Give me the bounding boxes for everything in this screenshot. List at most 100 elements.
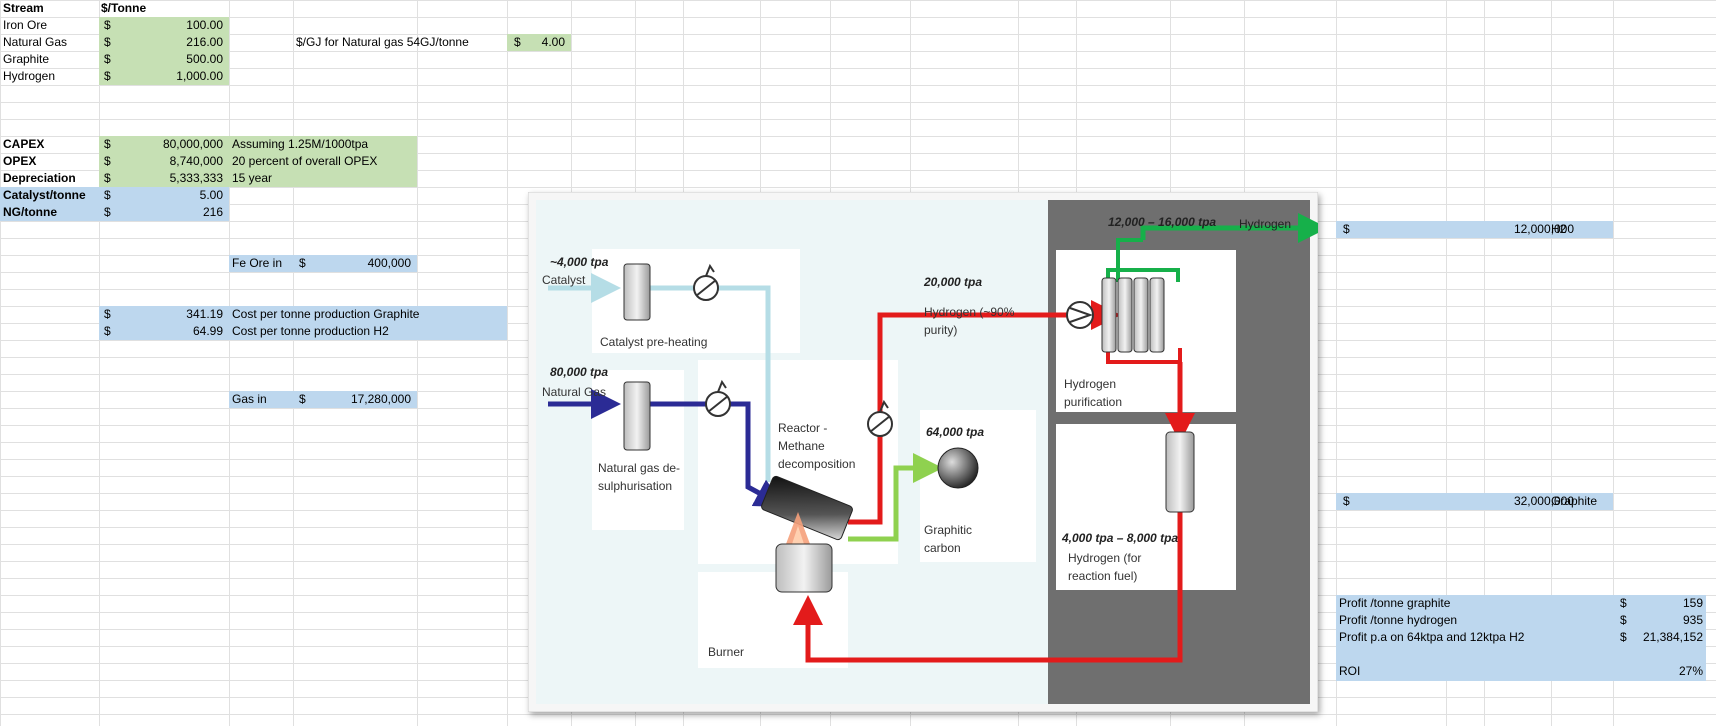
process-flow-diagram[interactable]: ~4,000 tpa Catalyst Catalyst pre-heating… — [528, 192, 1318, 712]
production-currency[interactable]: $ — [104, 324, 111, 338]
h2-revenue-label[interactable]: H2 — [1551, 222, 1567, 236]
catalyst-label: Catalyst — [542, 273, 586, 287]
natural-gas-label: Natural Gas — [542, 385, 606, 399]
fe-ore-currency[interactable]: $ — [299, 256, 306, 270]
reactor-label-1: Reactor - — [778, 421, 827, 435]
price-row-value[interactable]: 100.00 — [186, 18, 223, 32]
h2-crude-label-1: Hydrogen (~90% — [924, 305, 1015, 319]
carbon-label-1: Graphitic — [924, 523, 972, 537]
fe-ore-label[interactable]: Fe Ore in — [232, 256, 283, 270]
profit-value[interactable]: 935 — [1682, 613, 1703, 627]
price-row-value[interactable]: 1,000.00 — [176, 69, 223, 83]
gj-price-currency[interactable]: $ — [514, 35, 521, 49]
cost-row-value[interactable]: 216 — [202, 205, 223, 219]
gas-in-fill — [229, 391, 417, 408]
production-currency[interactable]: $ — [104, 307, 111, 321]
cost-row-note[interactable]: Assuming 1.25M/1000tpa — [232, 137, 369, 151]
catalyst-vessel-icon — [623, 263, 651, 321]
price-row-currency[interactable]: $ — [104, 52, 111, 66]
price-row-name[interactable]: Hydrogen — [3, 69, 56, 83]
cost-row-currency[interactable]: $ — [104, 171, 111, 185]
profit-label[interactable]: Profit p.a on 64ktpa and 12ktpa H2 — [1339, 630, 1525, 644]
catalyst-tpa: ~4,000 tpa — [550, 255, 609, 269]
graphite-revenue-currency[interactable]: $ — [1343, 494, 1350, 508]
ng-tpa: 80,000 tpa — [550, 365, 608, 379]
fe-ore-fill — [229, 255, 417, 272]
cost-row-name[interactable]: Catalyst/tonne — [3, 188, 86, 202]
profit-currency[interactable]: $ — [1620, 630, 1627, 644]
fuel-label-2: reaction fuel) — [1068, 569, 1137, 583]
gas-heater-icon — [705, 379, 731, 417]
purification-columns-icon — [1101, 277, 1165, 353]
gj-price-value[interactable]: 4.00 — [541, 35, 565, 49]
purification-label-2: purification — [1064, 395, 1122, 409]
gas-in-value[interactable]: 17,280,000 — [350, 392, 411, 406]
cost-row-currency[interactable]: $ — [104, 188, 111, 202]
production-cost-fill — [99, 306, 507, 340]
cost-row-name[interactable]: OPEX — [3, 154, 37, 168]
profit-currency[interactable]: $ — [1620, 596, 1627, 610]
production-label[interactable]: Cost per tonne production H2 — [232, 324, 389, 338]
header-price[interactable]: $/Tonne — [101, 1, 147, 15]
unit-costs-fill — [0, 187, 229, 221]
graphite-revenue-label[interactable]: Graphite — [1551, 494, 1598, 508]
fuel-label-1: Hydrogen (for — [1068, 551, 1141, 565]
price-row-value[interactable]: 500.00 — [186, 52, 223, 66]
fuel-panel — [1056, 424, 1236, 590]
reactor-label-3: decomposition — [778, 457, 855, 471]
desulph-label-2: sulphurisation — [598, 479, 672, 493]
desulph-label-1: Natural gas de- — [598, 461, 680, 475]
price-row-currency[interactable]: $ — [104, 69, 111, 83]
catalyst-preheat-label: Catalyst pre-heating — [600, 335, 707, 349]
profit-label[interactable]: Profit /tonne hydrogen — [1339, 613, 1458, 627]
production-label[interactable]: Cost per tonne production Graphite — [232, 307, 420, 321]
profit-label[interactable]: Profit /tonne graphite — [1339, 596, 1451, 610]
profit-currency[interactable]: $ — [1620, 613, 1627, 627]
gas-in-currency[interactable]: $ — [299, 392, 306, 406]
production-value[interactable]: 341.19 — [186, 307, 223, 321]
cost-row-value[interactable]: 5.00 — [199, 188, 223, 202]
cost-row-value[interactable]: 5,333,333 — [169, 171, 223, 185]
cost-row-currency[interactable]: $ — [104, 205, 111, 219]
cost-row-name[interactable]: CAPEX — [3, 137, 45, 151]
cost-row-note[interactable]: 20 percent of overall OPEX — [232, 154, 378, 168]
profit-fill — [1336, 595, 1706, 681]
price-values-fill — [99, 17, 229, 85]
desulph-vessel-icon — [623, 381, 651, 451]
hydrogen-heater-icon — [867, 399, 893, 437]
reactor-label-2: Methane — [778, 439, 825, 453]
h2-out-tpa: 12,000 – 16,000 tpa — [1108, 215, 1216, 229]
cost-row-name[interactable]: NG/tonne — [3, 205, 57, 219]
cost-row-name[interactable]: Depreciation — [3, 171, 76, 185]
graphite-revenue-fill — [1336, 493, 1613, 510]
price-row-name[interactable]: Iron Ore — [3, 18, 48, 32]
burner-icon — [775, 543, 833, 593]
production-value[interactable]: 64.99 — [192, 324, 223, 338]
profit-value[interactable]: 159 — [1682, 596, 1703, 610]
roi-label[interactable]: ROI — [1339, 664, 1361, 678]
cost-row-value[interactable]: 8,740,000 — [169, 154, 223, 168]
h2-revenue-currency[interactable]: $ — [1343, 222, 1350, 236]
price-row-value[interactable]: 216.00 — [186, 35, 223, 49]
gj-price-label[interactable]: $/GJ for Natural gas 54GJ/tonne — [296, 35, 469, 49]
catalyst-heater-icon — [693, 263, 719, 301]
cost-row-currency[interactable]: $ — [104, 154, 111, 168]
h2-revenue-value[interactable]: 12,000,000 — [1513, 222, 1574, 236]
purification-label-1: Hydrogen — [1064, 377, 1116, 391]
price-row-currency[interactable]: $ — [104, 18, 111, 32]
cost-row-value[interactable]: 80,000,000 — [162, 137, 223, 151]
profit-value[interactable]: 21,384,152 — [1642, 630, 1703, 644]
price-row-name[interactable]: Natural Gas — [3, 35, 68, 49]
header-stream[interactable]: Stream — [3, 1, 44, 15]
gas-in-label[interactable]: Gas in — [232, 392, 267, 406]
price-row-currency[interactable]: $ — [104, 35, 111, 49]
cost-row-note[interactable]: 15 year — [232, 171, 273, 185]
graphite-revenue-value[interactable]: 32,000,000 — [1513, 494, 1574, 508]
h2-crude-tpa: 20,000 tpa — [923, 275, 982, 289]
price-row-name[interactable]: Graphite — [3, 52, 50, 66]
carbon-label-2: carbon — [924, 541, 961, 555]
burner-flame-icon — [786, 512, 810, 544]
cost-row-currency[interactable]: $ — [104, 137, 111, 151]
fe-ore-value[interactable]: 400,000 — [367, 256, 411, 270]
roi-value[interactable]: 27% — [1678, 664, 1703, 678]
